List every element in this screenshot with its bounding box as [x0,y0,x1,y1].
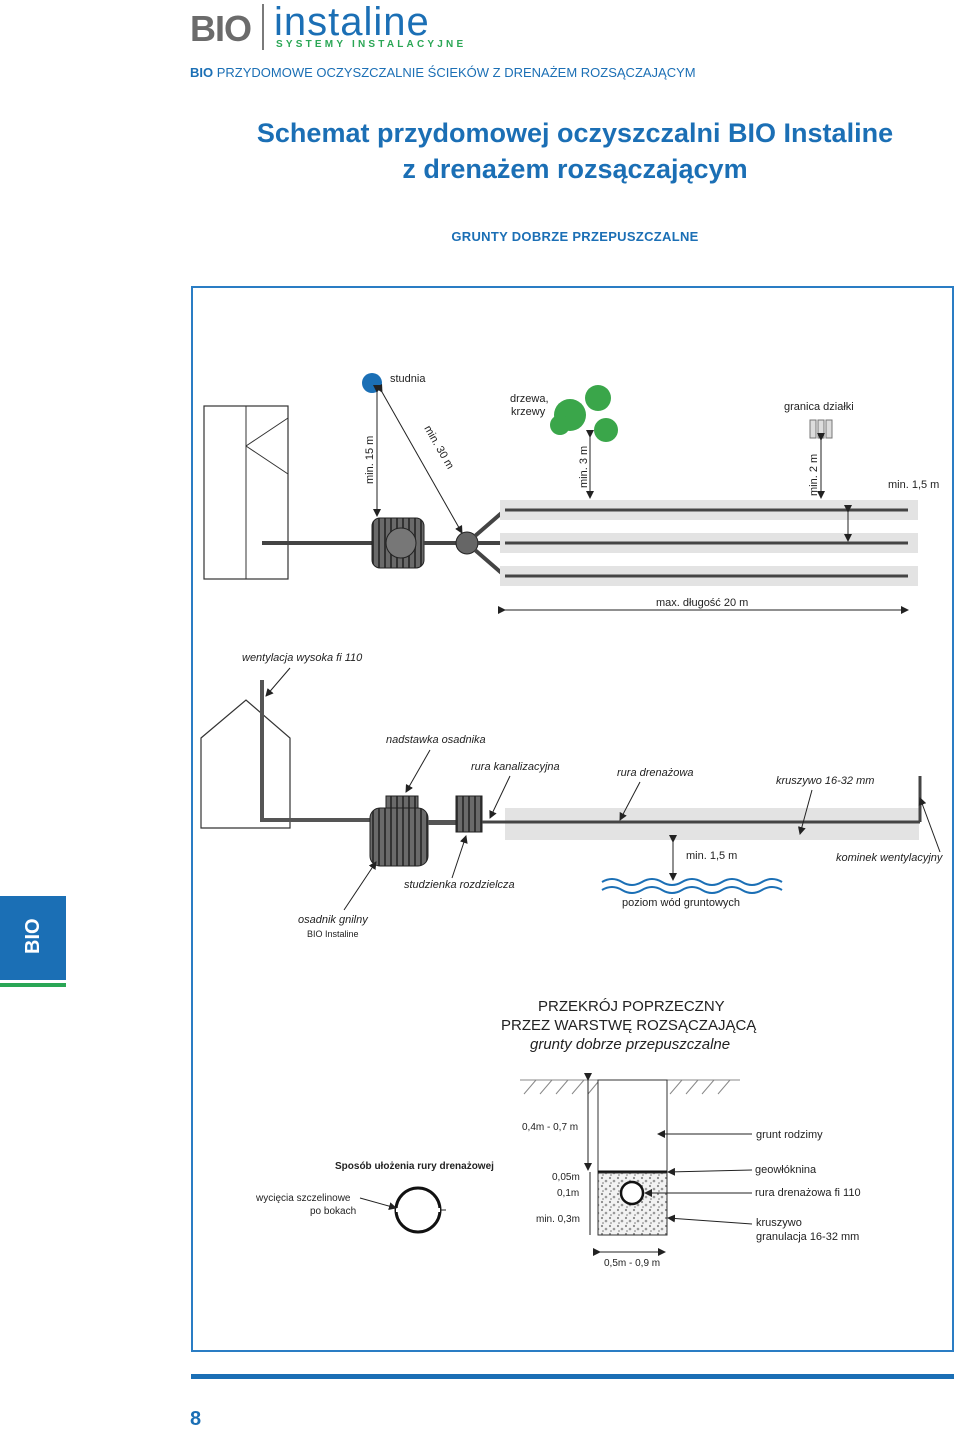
tank-extension-label: nadstawka osadnika [386,734,486,746]
dim-min-30: min. 30 m [421,424,456,472]
ground-type-label: GRUNTY DOBRZE PRZEPUSZCZALNE [451,229,699,244]
drain-pipe-label: rura drenażowa [617,767,693,779]
pipe-slots-detail [394,1186,442,1234]
page-number: 8 [190,1408,202,1430]
dim-max-length: max. długość 20 m [656,597,748,609]
dim-min-15: min. 15 m [364,436,376,484]
cross-section: PRZEKRÓJ POPRZECZNY PRZEZ WARSTWĘ ROZSĄC… [255,998,861,1269]
drain-pipe-section [619,1180,645,1206]
distribution-well-label: studzienka rozdzielcza [404,879,515,891]
sewer-pipe-label: rura kanalizacyjna [471,761,560,773]
dim-min-2: min. 2 m [808,454,820,496]
septic-tank-plan [371,517,425,569]
dim-min-1-5-plan: min. 1,5 m [888,479,939,491]
groundwater-label: poziom wód gruntowych [622,897,740,909]
distribution-well-side [455,795,483,833]
pipe-laying-title: Sposób ułożenia rury drenażowej [335,1161,494,1172]
well-icon [362,373,382,393]
section-heading-text: PRZYDOMOWE OCZYSZCZALNIE ŚCIEKÓW Z DRENA… [216,65,696,80]
dim-min-0-3: min. 0,3m [536,1214,580,1225]
page-title-line2: z drenażem rozsączającym [402,154,748,184]
dim-min-1-5-side: min. 1,5 m [686,850,737,862]
section-heading: BIO PRZYDOMOWE OCZYSZCZALNIE ŚCIEKÓW Z D… [190,65,696,80]
gravel-label-section-2: granulacja 16-32 mm [756,1231,859,1243]
side-tab-accent [0,983,66,987]
logo-instaline: instaline [274,0,430,44]
trees-label-1: drzewa, [510,393,549,405]
dim-min-3: min. 3 m [578,446,590,488]
topsoil-backfill [597,1079,668,1173]
septic-tank-side [369,795,429,867]
plot-boundary-label: granica działki [784,401,854,413]
trees-icon [550,385,618,442]
dim-0-1: 0,1m [557,1188,579,1199]
section-heading-bold: BIO [190,65,214,80]
house-side [200,699,291,829]
logo-divider [262,4,264,50]
side-tab-label: BIO [22,918,44,954]
side-view: wentylacja wysoka fi 110 nadstawka osadn… [200,652,944,939]
slots-label-2: po bokach [310,1206,356,1217]
page-title-line1: Schemat przydomowej oczyszczalni BIO Ins… [256,118,894,148]
well-label: studnia [390,373,426,385]
side-tab: BIO [0,896,66,980]
plan-view: studnia min. 15 m min. 30 m drzewa, krze… [203,373,939,614]
cross-section-title-3: grunty dobrze przepuszczalne [530,1036,730,1053]
slots-label-1: wycięcia szczelinowe [255,1193,351,1204]
footer-rule [191,1374,954,1379]
drain-lines-plan [500,500,918,586]
groundwater-waves-icon [601,878,783,894]
drain-pipe-label-section: rura drenażowa fi 110 [755,1187,861,1199]
native-soil-label: grunt rodzimy [756,1129,823,1141]
plot-boundary-icon [809,419,833,439]
logo-bio: BIO [190,8,252,49]
septic-tank-label: osadnik gnilny [298,914,369,926]
cross-section-title-1: PRZEKRÓJ POPRZECZNY [538,998,725,1015]
gravel-label: kruszywo 16-32 mm [776,775,874,787]
drain-trench-side [505,808,919,840]
trees-label-2: krzewy [511,406,546,418]
geotextile-label: geowłóknina [755,1164,817,1176]
septic-tank-brand: BIO Instaline [307,929,359,939]
dim-width: 0,5m - 0,9 m [604,1258,660,1269]
logo-tagline: SYSTEMY INSTALACYJNE [276,39,467,50]
gravel-label-section-1: kruszywo [756,1217,802,1229]
diagram-frame [191,286,954,1352]
vent-chimney-label: kominek wentylacyjny [836,852,944,864]
ventilation-label: wentylacja wysoka fi 110 [242,652,363,664]
cross-section-title-2: PRZEZ WARSTWĘ ROZSĄCZAJĄCĄ [501,1017,757,1034]
dim-0-05: 0,05m [552,1172,580,1183]
dim-topsoil: 0,4m - 0,7 m [522,1122,578,1133]
